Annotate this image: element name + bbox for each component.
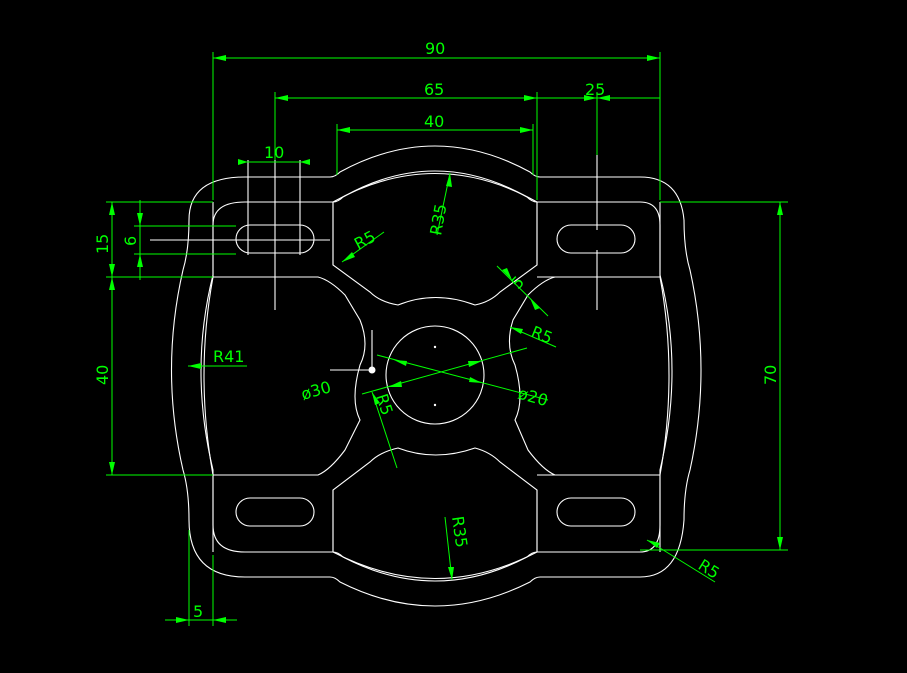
arrow <box>337 127 350 133</box>
arrow <box>109 277 115 290</box>
dim-text-40-left: 40 <box>93 365 112 385</box>
radius-r5-tl: R5 <box>351 227 379 254</box>
dim-text-5: 5 <box>193 602 203 621</box>
leader-r5-center <box>371 391 398 469</box>
dim-text-25: 25 <box>585 80 605 99</box>
dim-text-6: 6 <box>121 236 140 246</box>
arrow <box>530 298 540 310</box>
arrow <box>238 159 248 165</box>
arrow <box>109 462 115 475</box>
arrow <box>446 173 452 187</box>
part-geometry <box>150 145 702 607</box>
arrow <box>275 95 288 101</box>
arrow <box>137 254 143 267</box>
diameter-30: ø30 <box>299 377 333 404</box>
right-pocket <box>508 276 670 476</box>
arrow <box>502 268 512 280</box>
radius-r5-right: R5 <box>529 322 556 348</box>
dim-text-70: 70 <box>761 365 780 385</box>
radius-r35-bottom: R35 <box>448 515 471 549</box>
dim-text-web: 5 <box>507 272 528 293</box>
arrow <box>777 202 783 215</box>
arrow <box>468 361 482 367</box>
slot-bottom-left <box>235 497 315 527</box>
dim-text-40-top: 40 <box>424 112 444 131</box>
leader-r5-br <box>646 539 716 583</box>
arrow <box>137 213 143 226</box>
radius-r5-center: R5 <box>372 391 397 417</box>
slot-bottom-right <box>556 497 636 527</box>
arrow <box>300 159 310 165</box>
arrow <box>469 377 482 383</box>
arrow <box>213 617 226 623</box>
arrow <box>342 252 355 262</box>
radius-r5-br: R5 <box>695 555 723 582</box>
arrow <box>448 567 454 580</box>
arrow <box>510 327 523 334</box>
arrow <box>109 264 115 277</box>
arrow <box>597 95 610 101</box>
arrow <box>388 381 402 387</box>
arrow <box>176 617 189 623</box>
dim-text-90: 90 <box>425 39 445 58</box>
slot-top-right <box>556 224 636 254</box>
left-pocket <box>203 276 366 476</box>
arrow <box>109 202 115 215</box>
arrow <box>524 95 537 101</box>
center-mark <box>433 403 437 407</box>
diameter-20: ø20 <box>516 384 550 411</box>
arrow <box>213 55 226 61</box>
arrow <box>188 363 201 369</box>
arrow <box>584 95 597 101</box>
dimension-layer: 90 65 25 40 10 15 <box>93 39 788 626</box>
arrow <box>647 540 660 548</box>
arrow <box>647 55 660 61</box>
dim-text-65: 65 <box>424 80 444 99</box>
arrow <box>372 392 380 405</box>
radius-r35-top: R35 <box>426 202 450 236</box>
top-pocket <box>332 173 538 306</box>
radius-r41: R41 <box>213 347 244 366</box>
outer-profile <box>171 145 702 607</box>
center-mark <box>433 345 437 349</box>
center-circle <box>385 325 485 425</box>
leader-dia30 <box>361 347 528 395</box>
arrow <box>520 127 533 133</box>
dim-text-10: 10 <box>264 143 284 162</box>
dim-text-15: 15 <box>93 234 112 254</box>
bottom-pocket <box>332 447 538 579</box>
arrow <box>394 360 407 366</box>
arrow <box>777 537 783 550</box>
